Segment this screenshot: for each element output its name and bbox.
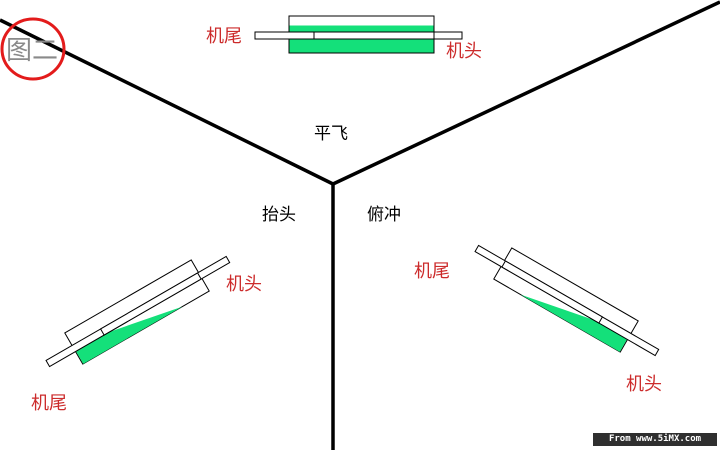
state-climb-label: 抬头	[262, 205, 296, 225]
tube-level-rod-inner	[313, 31, 435, 40]
label-climb-head: 机头	[226, 274, 262, 295]
state-dive-label: 俯冲	[367, 205, 401, 225]
figure-label-group: 图二	[0, 17, 66, 81]
tube-climb-liquid	[72, 306, 183, 364]
figure-label: 图二	[6, 36, 58, 66]
tube-climb	[45, 255, 231, 368]
divider-left	[0, 18, 334, 186]
state-level-label: 平飞	[314, 124, 348, 144]
tube-dive	[474, 244, 660, 357]
label-dive-head: 机头	[626, 374, 662, 395]
label-level-head: 机头	[446, 41, 482, 62]
label-dive-tail: 机尾	[414, 261, 450, 282]
figure-label-circle	[0, 17, 66, 81]
tube-climb-rod-inner	[99, 272, 202, 336]
tube-level	[254, 15, 463, 54]
tube-dive-liquid	[520, 294, 631, 352]
label-level-tail: 机尾	[206, 26, 242, 47]
tube-dive-rod-inner	[501, 260, 604, 324]
divider-right	[332, 0, 720, 186]
watermark: From www.5iMX.com	[593, 433, 717, 446]
label-climb-tail: 机尾	[31, 393, 67, 414]
